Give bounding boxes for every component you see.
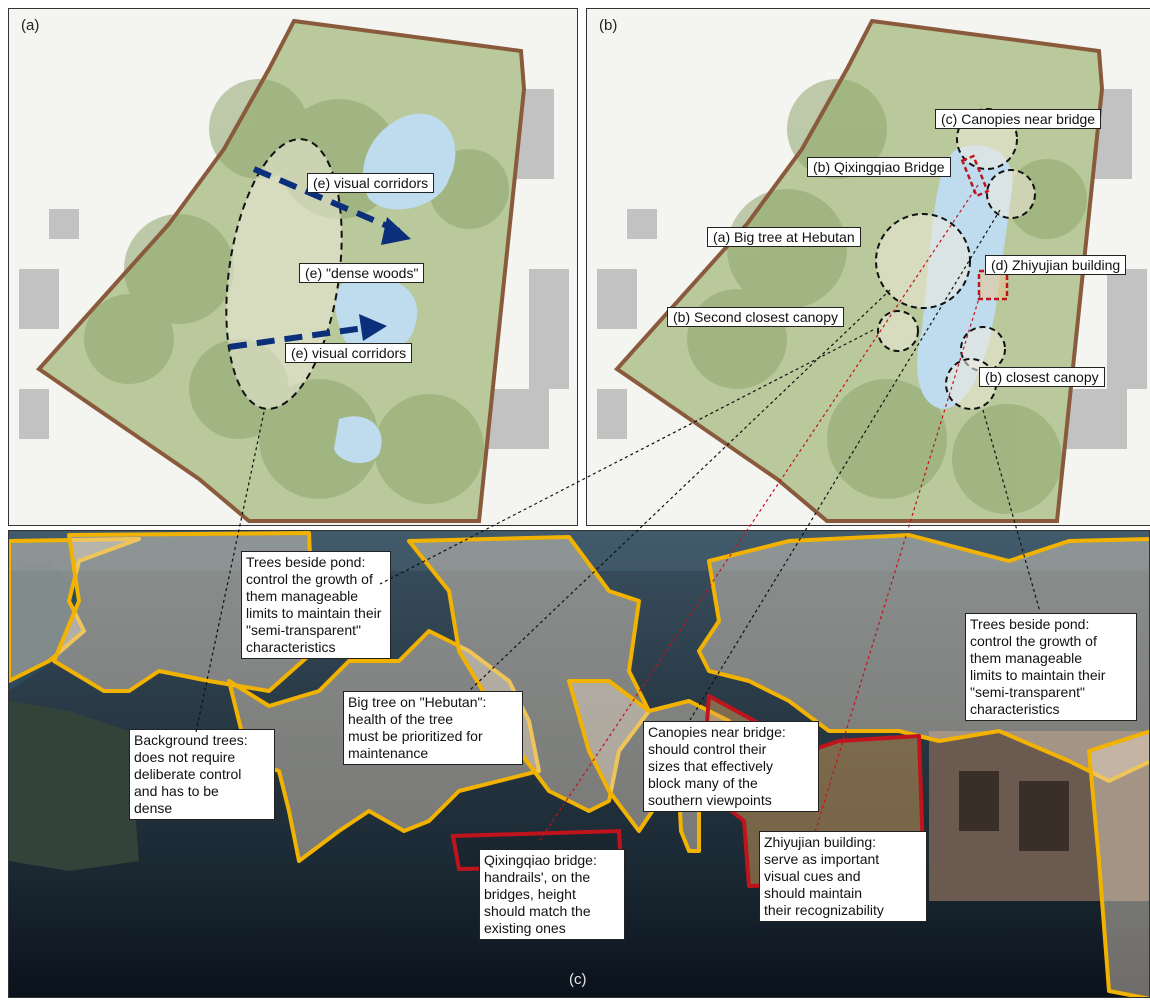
label-visual-corridor-bottom: (e) visual corridors [285,343,413,363]
note-line: bridges, height [484,886,576,902]
note-line: Zhiyujian building: [764,834,877,850]
note-line: block many of the [648,775,758,791]
note-line: Big tree on "Hebutan": [348,694,487,710]
note-line: should match the [484,903,591,919]
note-line: Trees beside pond: [970,616,1090,632]
note-trees-beside-pond-right: Trees beside pond: control the growth of… [965,613,1137,721]
note-line: must be prioritized for [348,728,483,744]
note-line: "semi-transparent" [246,622,361,638]
note-line: limits to maintain their [246,605,382,621]
note-line: limits to maintain their [970,667,1106,683]
site-plan-panel-a: (a) (e) visual corridors (e) "dense wood… [8,8,578,526]
panel-c-label: (c) [569,971,587,988]
note-line: their recognizability [764,902,884,918]
note-line: characteristics [970,701,1060,717]
note-line: southern viewpoints [648,792,772,808]
label-closest-canopy: (b) closest canopy [979,367,1105,387]
label-dense-woods: (e) "dense woods" [299,263,425,283]
note-line: and has to be [134,783,219,799]
note-line: "semi-transparent" [970,684,1085,700]
note-line: Qixingqiao bridge: [484,852,597,868]
note-trees-beside-pond-left: Trees beside pond: control the growth of… [241,551,391,659]
label-canopies-near-bridge: (c) Canopies near bridge [935,109,1102,129]
label-big-tree-hebutan: (a) Big tree at Hebutan [707,227,861,247]
note-line: them manageable [246,588,359,604]
note-line: deliberate control [134,766,242,782]
note-line: serve as important [764,851,880,867]
photo-panel-c: (c) Trees beside pond: control the growt… [8,530,1150,998]
label-visual-corridor-top: (e) visual corridors [307,173,435,193]
note-line: dense [134,800,173,816]
label-qixingqiao-bridge: (b) Qixingqiao Bridge [807,157,951,177]
note-big-tree-hebutan: Big tree on "Hebutan": health of the tre… [343,691,523,765]
panel-a-label: (a) [21,17,40,34]
note-line: existing ones [484,920,566,936]
site-plan-panel-b: (b) (c) Canopies near bridge (b) Qixingq… [586,8,1150,526]
label-zhiyujian-building: (d) Zhiyujian building [985,255,1127,275]
note-line: maintenance [348,745,429,761]
note-line: should maintain [764,885,863,901]
note-background-trees: Background trees: does not require delib… [129,729,275,820]
note-line: control the growth of [970,633,1097,649]
note-line: health of the tree [348,711,454,727]
note-line: characteristics [246,639,336,655]
note-line: Trees beside pond: [246,554,366,570]
note-line: them manageable [970,650,1083,666]
note-line: control the growth of [246,571,373,587]
note-canopies-near-bridge: Canopies near bridge: should control the… [643,721,819,812]
site-plan-map-a [9,9,577,525]
note-zhiyujian-building: Zhiyujian building: serve as important v… [759,831,927,922]
note-line: handrails', on the [484,869,591,885]
note-line: Background trees: [134,732,248,748]
panel-b-label: (b) [599,17,618,34]
note-qixingqiao-bridge: Qixingqiao bridge: handrails', on the br… [479,849,625,940]
note-line: Canopies near bridge: [648,724,786,740]
note-line: visual cues and [764,868,861,884]
note-line: does not require [134,749,236,765]
note-line: should control their [648,741,767,757]
label-second-closest-canopy: (b) Second closest canopy [667,307,844,327]
note-line: sizes that effectively [648,758,774,774]
